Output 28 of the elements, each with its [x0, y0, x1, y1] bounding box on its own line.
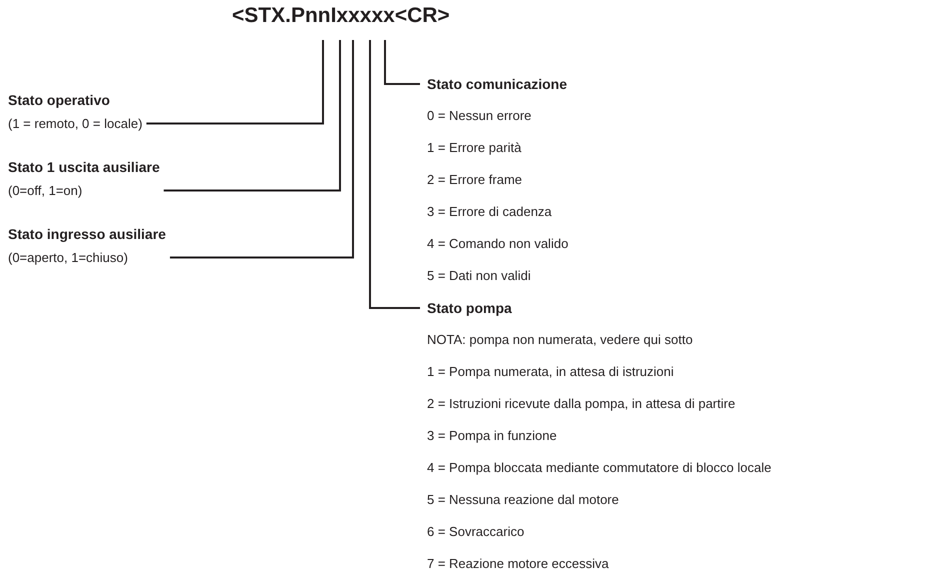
connector-line: [164, 40, 341, 192]
code-description: NOTA: pompa non numerata, vedere qui sotto: [427, 331, 693, 349]
code-description: 1 = Pompa numerata, in attesa di istruzioni: [427, 363, 674, 381]
code-description: 5 = Nessuna reazione dal motore: [427, 491, 619, 509]
code-description: 0 = Nessun errore: [427, 107, 532, 125]
connector-line: [369, 40, 420, 309]
code-description: 2 = Istruzioni ricevute dalla pompa, in attesa di partire: [427, 395, 736, 413]
code-description: 1 = Errore parità: [427, 139, 522, 157]
code-description: 4 = Pompa bloccata mediante commutatore di blocco locale: [427, 459, 772, 477]
value-description: (0=aperto, 1=chiuso): [8, 249, 128, 267]
value-description: (1 = remoto, 0 = locale): [8, 115, 142, 133]
connector-line: [170, 40, 354, 258]
connector-line: [146, 40, 324, 124]
field-heading: Stato 1 uscita ausiliare: [8, 158, 160, 177]
field-heading: Stato operativo: [8, 91, 110, 110]
field-heading: Stato ingresso ausiliare: [8, 225, 166, 244]
code-description: 3 = Errore di cadenza: [427, 203, 552, 221]
code-description: 6 = Sovraccarico: [427, 523, 524, 541]
code-description: 4 = Comando non valido: [427, 235, 568, 253]
code-description: 3 = Pompa in funzione: [427, 427, 557, 445]
code-description: 7 = Reazione motore eccessiva: [427, 555, 609, 573]
code-description: 2 = Errore frame: [427, 171, 522, 189]
format-string: <STX.PnnIxxxxx<CR>: [232, 3, 450, 29]
connector-line: [384, 40, 420, 85]
value-description: (0=off, 1=on): [8, 182, 82, 200]
field-heading: Stato pompa: [427, 299, 512, 318]
field-heading: Stato comunicazione: [427, 75, 568, 94]
code-description: 5 = Dati non validi: [427, 267, 531, 285]
